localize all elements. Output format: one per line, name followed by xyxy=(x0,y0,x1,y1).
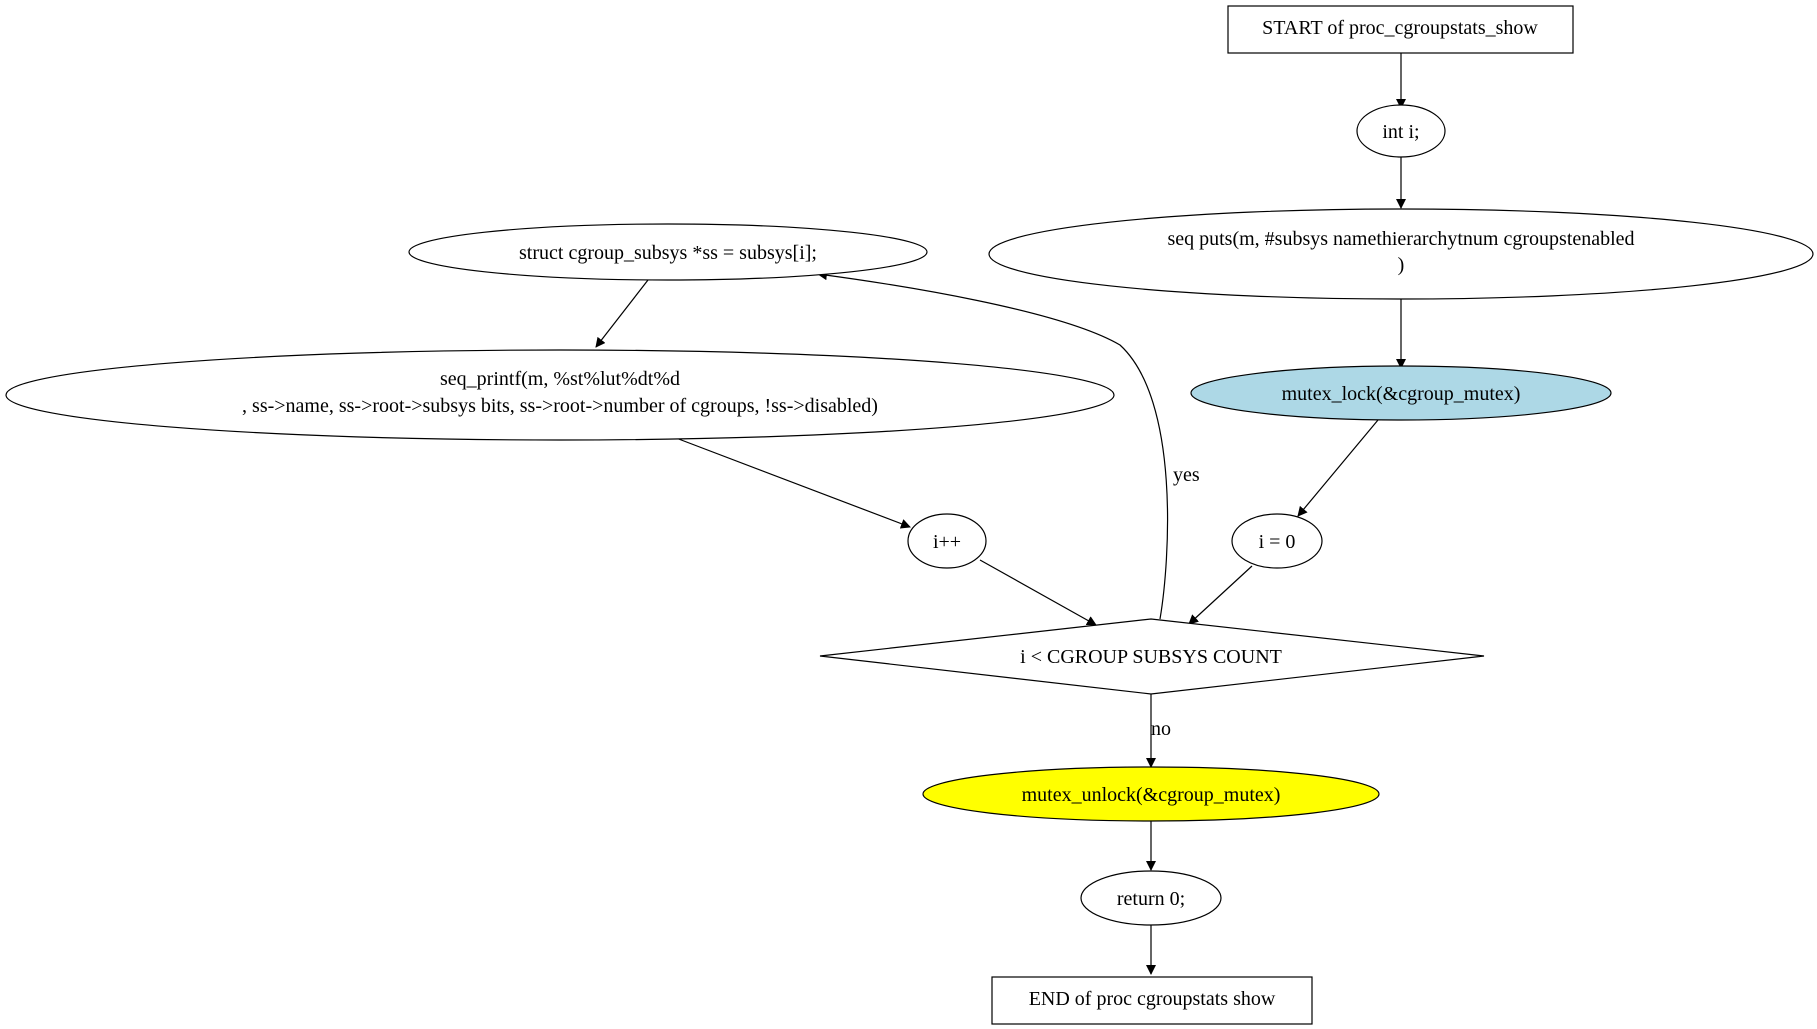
seq-printf-ellipse xyxy=(5,349,1115,441)
incr-i-ellipse xyxy=(907,513,987,569)
return-label: return 0; xyxy=(1117,888,1185,910)
node-start: START of proc_cgroupstats_show xyxy=(1227,5,1574,54)
condition-diamond xyxy=(819,618,1485,695)
seq-puts-label-line2: ) xyxy=(1398,254,1405,276)
start-box xyxy=(1227,5,1574,54)
return-ellipse xyxy=(1080,870,1222,926)
init-i-label: i = 0 xyxy=(1259,531,1296,553)
edge-label-no: no xyxy=(1151,718,1171,740)
condition-label: i < CGROUP SUBSYS COUNT xyxy=(1020,646,1282,668)
edge-lock-to-init xyxy=(1297,419,1379,517)
edge-init-to-cond xyxy=(1188,565,1253,625)
start-label: START of proc_cgroupstats_show xyxy=(1262,17,1538,39)
edge-struct-to-printf xyxy=(595,279,649,348)
seq-printf-label-line2: , ss->name, ss->root->subsys bits, ss->r… xyxy=(242,395,878,417)
edge-cond-yes-to-struct xyxy=(817,270,1169,620)
node-init-i: i = 0 xyxy=(1231,513,1323,569)
node-condition: i < CGROUP SUBSYS COUNT xyxy=(819,618,1485,695)
mutex-unlock-label: mutex_unlock(&cgroup_mutex) xyxy=(1022,784,1281,806)
struct-ss-label: struct cgroup_subsys *ss = subsys[i]; xyxy=(519,242,817,264)
mutex-unlock-ellipse xyxy=(922,766,1380,822)
mutex-lock-label: mutex_lock(&cgroup_mutex) xyxy=(1282,383,1521,405)
node-mutex-lock: mutex_lock(&cgroup_mutex) xyxy=(1190,365,1612,421)
init-i-ellipse xyxy=(1231,513,1323,569)
edges xyxy=(595,53,1406,975)
node-return: return 0; xyxy=(1080,870,1222,926)
seq-printf-label-line1: seq_printf(m, %st%lut%dt%d xyxy=(440,368,680,390)
node-seq-printf: seq_printf(m, %st%lut%dt%d , ss->name, s… xyxy=(5,349,1115,441)
node-mutex-unlock: mutex_unlock(&cgroup_mutex) xyxy=(922,766,1380,822)
edge-label-yes: yes xyxy=(1173,464,1200,486)
node-decl-i: int i; xyxy=(1356,104,1446,158)
seq-puts-ellipse xyxy=(988,208,1814,300)
seq-puts-label-line1: seq puts(m, #subsys namethierarchytnum c… xyxy=(1167,228,1634,250)
decl-i-ellipse xyxy=(1356,104,1446,158)
node-end: END of proc cgroupstats show xyxy=(991,976,1313,1025)
end-label: END of proc cgroupstats show xyxy=(1029,988,1276,1010)
edge-incr-to-cond xyxy=(979,559,1097,626)
node-struct-ss: struct cgroup_subsys *ss = subsys[i]; xyxy=(408,223,928,281)
edge-printf-to-incr xyxy=(675,437,911,529)
end-box xyxy=(991,976,1313,1025)
node-seq-puts: seq puts(m, #subsys namethierarchytnum c… xyxy=(988,208,1814,300)
decl-i-label: int i; xyxy=(1382,121,1419,143)
mutex-lock-ellipse xyxy=(1190,365,1612,421)
node-incr-i: i++ xyxy=(907,513,987,569)
incr-i-label: i++ xyxy=(933,531,961,553)
struct-ss-ellipse xyxy=(408,223,928,281)
